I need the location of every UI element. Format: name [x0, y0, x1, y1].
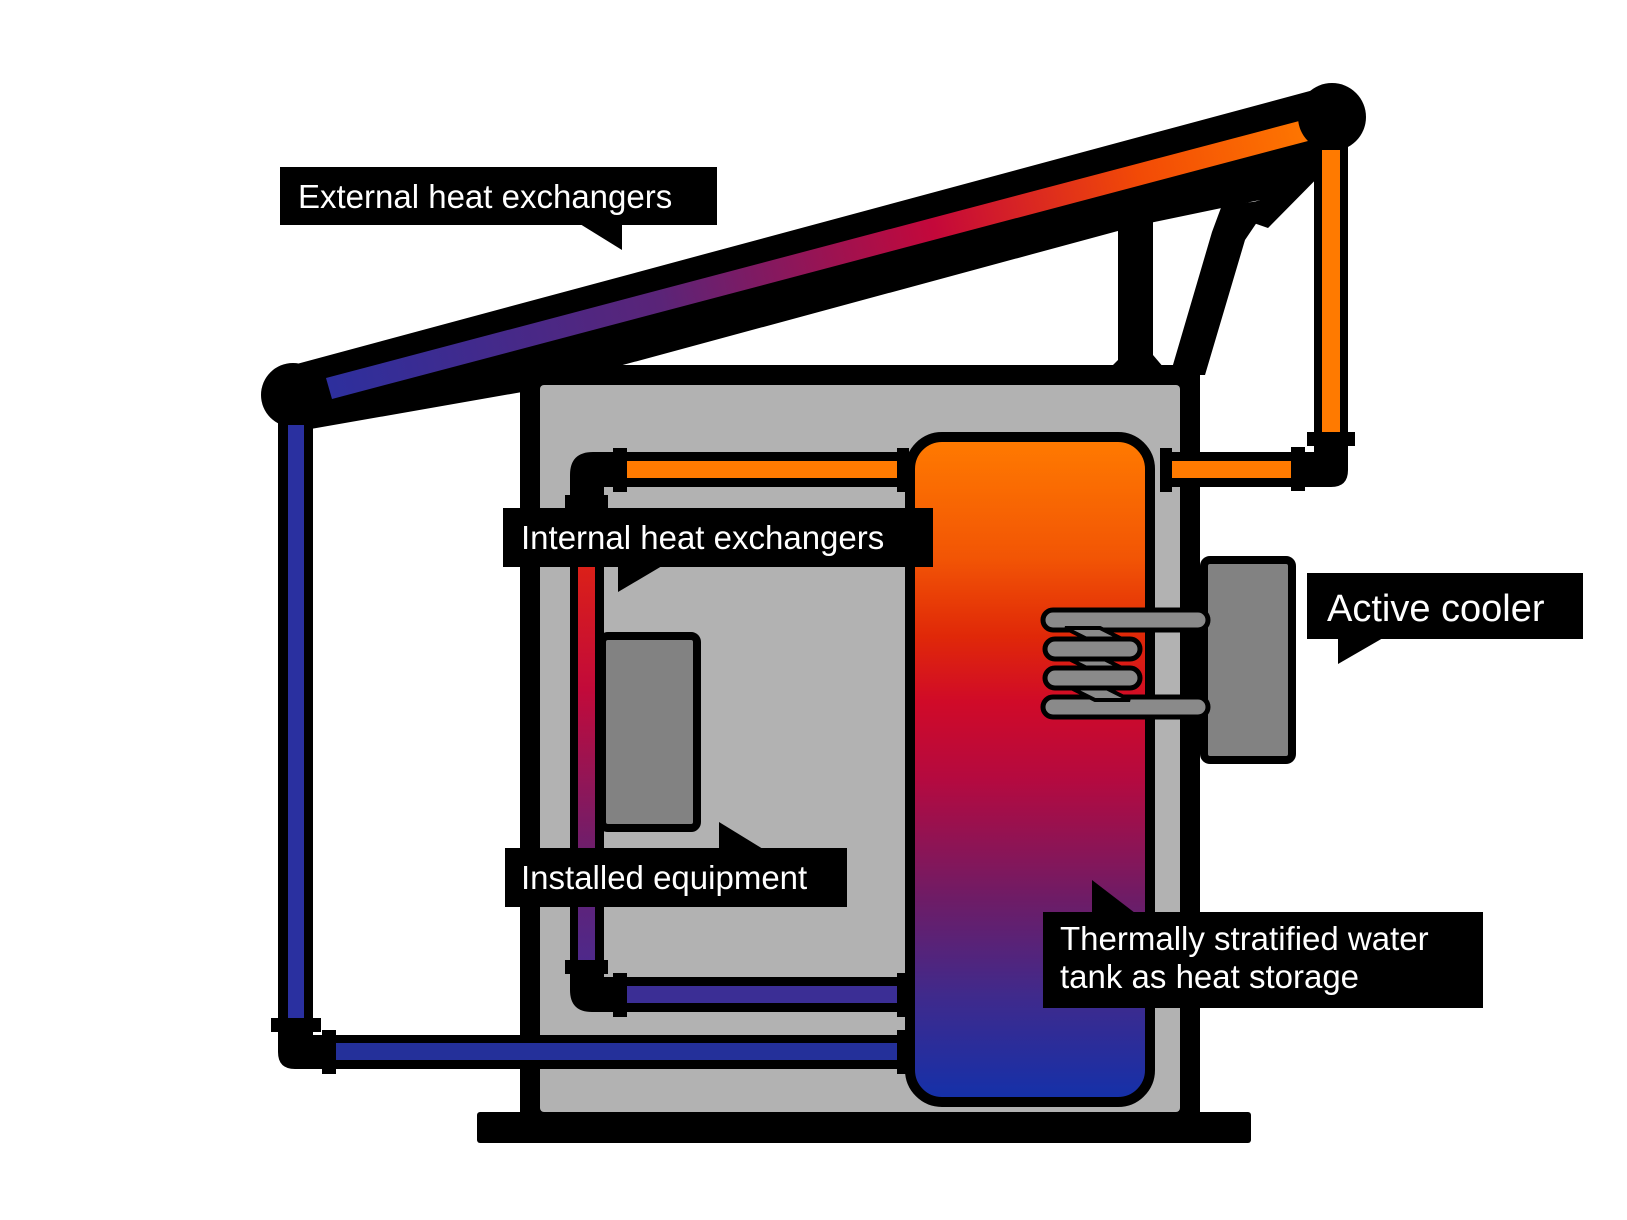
- label-active-cooler: Active cooler: [1307, 573, 1583, 664]
- label-active-cooler-text: Active cooler: [1327, 588, 1545, 630]
- coil-loop: [1042, 636, 1143, 662]
- label-internal-heat-exchangers-text: Internal heat exchangers: [521, 519, 884, 556]
- label-water-tank-line2: tank as heat storage: [1060, 958, 1359, 995]
- support-strut-vertical: [1103, 195, 1170, 375]
- external-pipe-hot: [1160, 140, 1355, 492]
- support-strut-diagonal: [1170, 200, 1272, 375]
- exchanger-node-left: [261, 363, 325, 427]
- label-water-tank: Thermally stratified water tank as heat …: [1043, 880, 1483, 1008]
- label-external-heat-exchangers-text: External heat exchangers: [298, 178, 672, 215]
- label-installed-equipment-text: Installed equipment: [521, 859, 807, 896]
- label-installed-equipment: Installed equipment: [505, 822, 847, 907]
- housing-base-plate: [477, 1112, 1251, 1143]
- label-external-heat-exchangers: External heat exchangers: [280, 167, 717, 250]
- installed-equipment-box: [598, 632, 701, 832]
- cooler-box: [1200, 556, 1296, 764]
- external-pipe-cold: [271, 420, 910, 1074]
- exchanger-node-right: [1298, 83, 1366, 151]
- exchanger-fluid: [326, 120, 1308, 399]
- active-cooler: [1040, 556, 1296, 764]
- coil-loop: [1042, 665, 1143, 691]
- external-heat-exchanger: [261, 83, 1366, 430]
- cooler-rod-top: [1040, 607, 1211, 633]
- label-water-tank-line1: Thermally stratified water: [1060, 920, 1429, 957]
- label-internal-heat-exchangers: Internal heat exchangers: [503, 508, 933, 592]
